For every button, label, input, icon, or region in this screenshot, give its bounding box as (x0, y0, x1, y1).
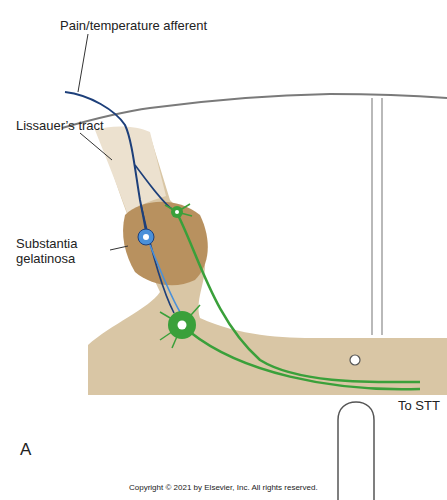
interneuron-axon (150, 245, 180, 312)
panel-letter: A (20, 440, 31, 460)
dorsal-median-septum (381, 98, 382, 335)
central-canal (350, 355, 360, 365)
stt-axon (190, 332, 420, 389)
afferent-fiber (65, 92, 146, 232)
pathway-label: To STT (398, 398, 443, 413)
dorsal-median-septum (371, 98, 372, 335)
cord-outline (62, 94, 447, 128)
leader-line (78, 34, 88, 92)
ventral-fissure (338, 402, 374, 500)
neuron-nucleus (143, 234, 149, 240)
structure-label: Lissauer’s tract (16, 118, 104, 133)
marginal-neuron (171, 206, 183, 218)
interneuron (138, 229, 154, 245)
neuron-nucleus (175, 210, 179, 214)
leader-line (80, 133, 112, 160)
structure-label: Pain/temperature afferent (60, 18, 207, 33)
projection-neuron (168, 311, 196, 339)
stt-axon (178, 215, 420, 382)
leader-line (110, 246, 128, 250)
dendrites (160, 204, 200, 348)
neuron-nucleus (178, 321, 187, 330)
afferent-branch (141, 205, 174, 313)
copyright-notice: Copyright © 2021 by Elsevier, Inc. All r… (129, 483, 318, 492)
structure-label: Substantia gelatinosa (16, 236, 111, 266)
substantia-gelatinosa (123, 202, 208, 285)
afferent-branch (135, 165, 172, 209)
